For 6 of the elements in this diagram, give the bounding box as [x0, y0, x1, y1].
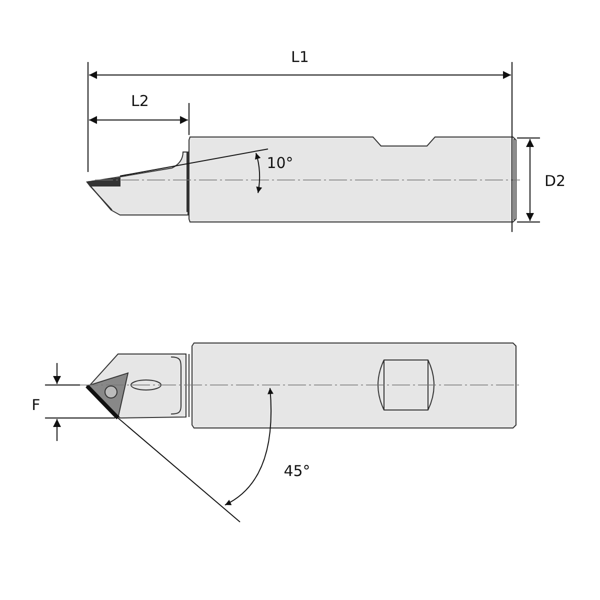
angle-label: 45°	[284, 462, 310, 480]
dimension-label: D2	[544, 172, 566, 190]
dimension-label: F	[32, 396, 40, 414]
dimension-label: L2	[131, 92, 149, 110]
angle-label: 10°	[266, 154, 294, 172]
dimension-label: L1	[291, 48, 309, 66]
